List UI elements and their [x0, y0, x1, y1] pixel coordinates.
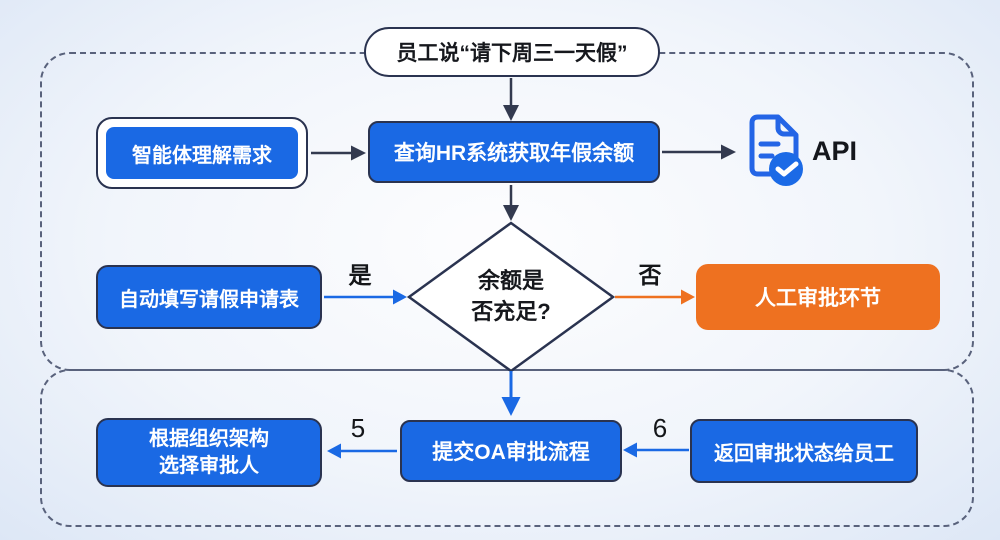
node-agent-label: 智能体理解需求	[132, 144, 272, 167]
edge-return-submit	[623, 442, 689, 458]
node-autofill-form: 自动填写请假申请表	[96, 265, 322, 329]
edge-decision-submit	[501, 371, 521, 416]
node-return-status: 返回审批状态给员工	[690, 419, 918, 483]
select-approver-line1: 根据组织架构	[149, 427, 269, 450]
node-autofill-label: 自动填写请假申请表	[119, 288, 299, 311]
edge-query-api	[662, 144, 736, 160]
edge-label-no: 否	[638, 262, 662, 288]
edge-query-decision	[503, 185, 519, 221]
node-agent: 智能体理解需求	[96, 117, 308, 189]
node-select-approver: 根据组织架构 选择审批人	[96, 418, 322, 487]
node-manual-approval: 人工审批环节	[696, 264, 940, 330]
edge-agent-query	[311, 145, 366, 161]
edge-decision-manual	[615, 289, 695, 305]
node-manual-label: 人工审批环节	[755, 287, 881, 310]
node-submit-oa: 提交OA审批流程	[400, 420, 622, 482]
node-return-label: 返回审批状态给员工	[714, 442, 894, 465]
node-decision-text: 余额是 否充足?	[440, 265, 582, 327]
api-label: API	[812, 136, 858, 166]
edge-label-step6: 6	[652, 413, 668, 443]
edge-label-step5: 5	[350, 413, 366, 443]
edge-autofill-decision	[324, 289, 407, 305]
node-start: 员工说“请下周三一天假”	[364, 27, 660, 77]
edge-submit-select	[327, 443, 397, 459]
node-query-hr: 查询HR系统获取年假余额	[368, 121, 660, 183]
node-query-label: 查询HR系统获取年假余额	[393, 142, 635, 165]
decision-line1: 余额是	[477, 268, 544, 293]
bottom-section-container	[40, 369, 974, 527]
decision-line2: 否充足?	[471, 299, 551, 324]
edge-label-yes: 是	[348, 262, 372, 288]
node-agent-inner: 智能体理解需求	[106, 127, 298, 179]
api-document-check-icon	[749, 114, 803, 186]
node-start-label: 员工说“请下周三一天假”	[396, 42, 628, 65]
node-submit-label: 提交OA审批流程	[432, 441, 590, 464]
select-approver-line2: 选择审批人	[159, 454, 259, 477]
edge-start-query	[503, 78, 519, 121]
